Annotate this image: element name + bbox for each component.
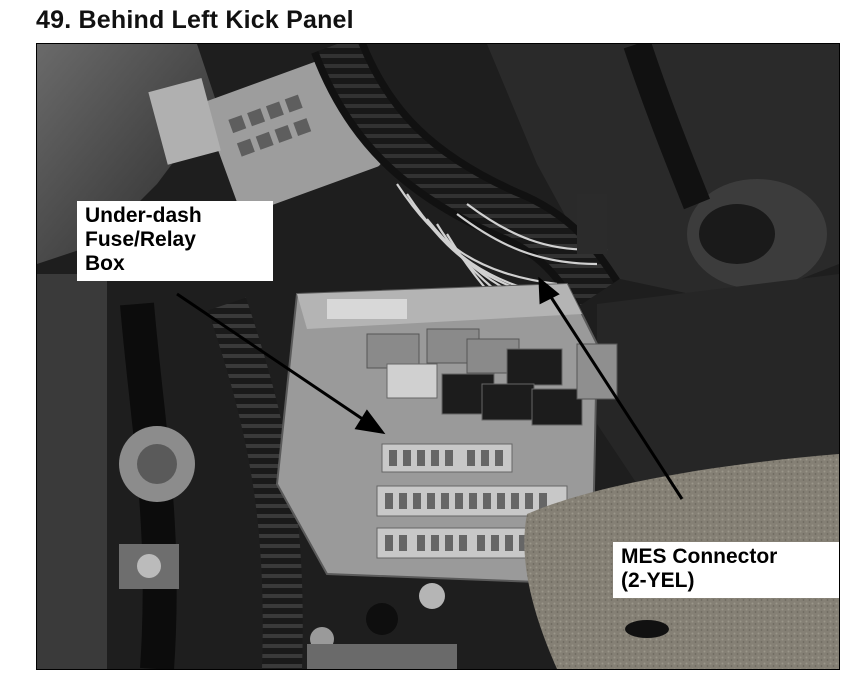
corrugated-conduit-left: [208, 297, 303, 669]
callout-mes-connector: MES Connector (2-YEL): [613, 542, 839, 598]
callout-fuse-line3: Box: [85, 252, 125, 275]
arrow-mes-line: [547, 293, 684, 500]
top-white-clip: [327, 299, 407, 319]
callout-arrows: [176, 276, 684, 500]
callout-mes-line2: (2-YEL): [621, 569, 695, 592]
callout-mes-line1: MES Connector: [621, 545, 778, 568]
arrow-fuse-box-line: [176, 292, 368, 424]
arrow-mes-head: [538, 276, 560, 305]
black-relay: [506, 348, 563, 386]
right-harness: [623, 44, 710, 210]
black-connector: [577, 194, 607, 254]
lower-brace: [307, 644, 457, 669]
mount-hole: [366, 603, 398, 635]
callout-fuse-line2: Fuse/Relay: [85, 228, 196, 251]
photo-illustration: [37, 44, 839, 669]
carpet-slot: [625, 620, 669, 638]
callout-fuse-relay-box: Under-dash Fuse/Relay Box: [77, 201, 273, 281]
floor-panel: [597, 274, 839, 514]
a-pillar-trim: [37, 274, 107, 669]
mount-bolt: [419, 583, 445, 609]
photo-kick-panel: Under-dash Fuse/Relay Box MES Connector …: [36, 43, 840, 670]
callout-fuse-line1: Under-dash: [85, 204, 202, 227]
small-connector: [148, 78, 221, 165]
arrow-fuse-box-head: [354, 409, 386, 435]
figure-title: 49. Behind Left Kick Panel: [36, 6, 354, 34]
